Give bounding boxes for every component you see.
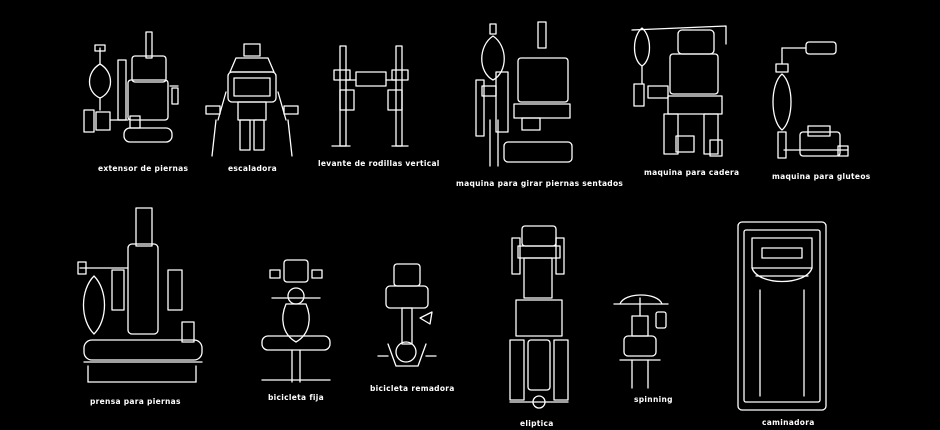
prensa-para-piernas-machine — [77, 207, 203, 383]
label-spinning: spinning — [634, 395, 673, 404]
label-escaladora: escaladora — [228, 164, 277, 173]
label-extensor-de-piernas: extensor de piernas — [98, 164, 188, 173]
label-eliptica: eliptica — [520, 419, 554, 428]
maquina-para-cadera-machine — [631, 25, 727, 157]
maquina-girar-piernas-machine — [475, 21, 573, 167]
label-maquina-para-cadera: maquina para cadera — [644, 168, 739, 177]
maquina-para-gluteos-machine — [772, 41, 849, 159]
label-bicicleta-fija: bicicleta fija — [268, 393, 324, 402]
label-caminadora: caminadora — [762, 418, 815, 427]
levante-de-rodillas-vertical-machine — [331, 45, 409, 147]
bicicleta-fija-machine — [261, 259, 331, 383]
bicicleta-remadora-machine — [377, 263, 437, 367]
label-levante-de-rodillas-vertical: levante de rodillas vertical — [318, 159, 440, 168]
label-maquina-girar-piernas: maquina para girar piernas sentados — [456, 179, 623, 188]
escaladora-machine — [205, 43, 299, 157]
spinning-machine — [613, 294, 669, 389]
caminadora-machine — [737, 221, 827, 411]
eliptica-machine — [509, 225, 569, 409]
label-prensa-para-piernas: prensa para piernas — [90, 397, 181, 406]
label-maquina-para-gluteos: maquina para gluteos — [772, 172, 871, 181]
extensor-de-piernas-machine — [83, 31, 179, 143]
label-bicicleta-remadora: bicicleta remadora — [370, 384, 455, 393]
